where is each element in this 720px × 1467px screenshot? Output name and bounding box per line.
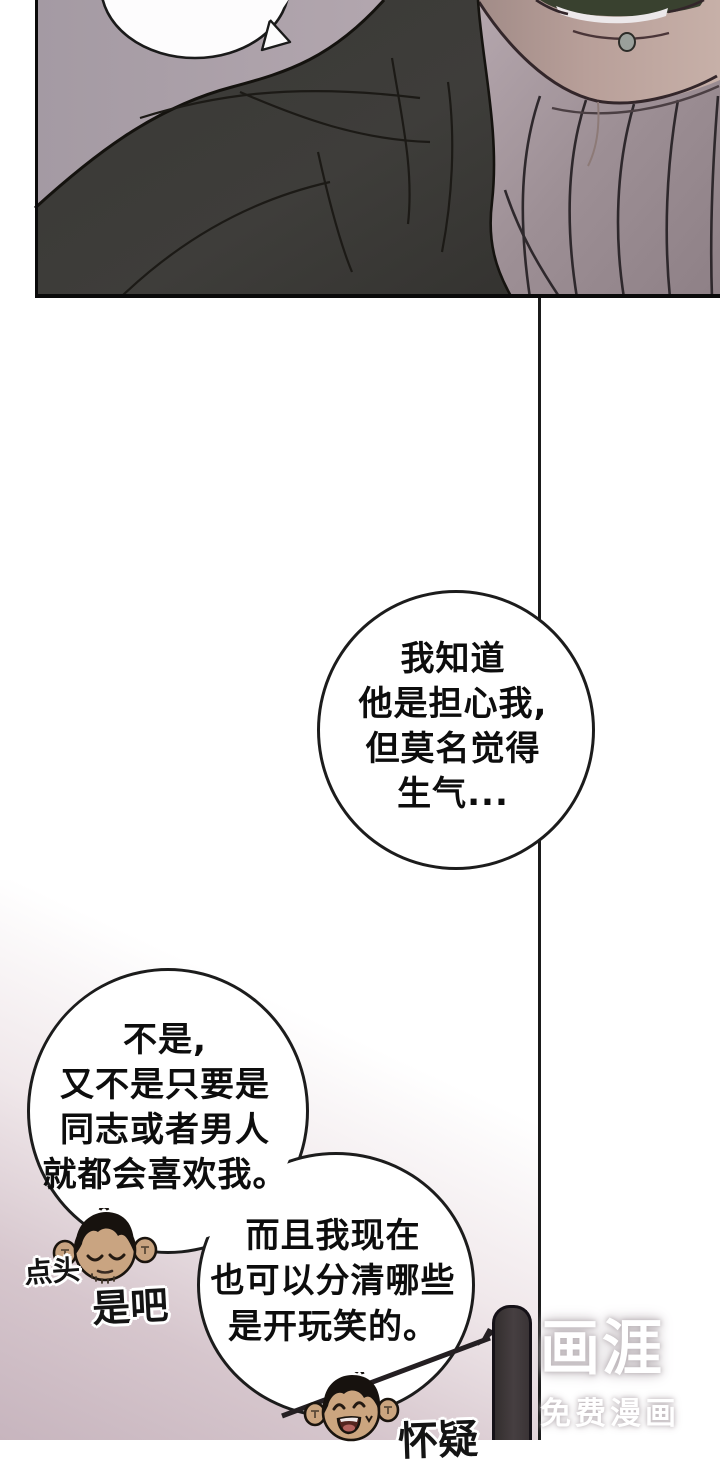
text-line: 是开玩笑的。 bbox=[228, 1306, 438, 1347]
text-line: 他是担心我, bbox=[358, 683, 548, 724]
smiling-mouth bbox=[535, 0, 705, 24]
panel-border-bottom bbox=[35, 294, 720, 298]
text-line: 生气... bbox=[397, 774, 509, 815]
speech-bubble-empty bbox=[101, 0, 292, 60]
text-line: 我知道 bbox=[400, 638, 506, 679]
sfx-label-suspect: 怀疑 bbox=[397, 1416, 479, 1466]
thought-bubble-monologue bbox=[317, 590, 595, 870]
text-line: 同志或者男人 bbox=[60, 1110, 270, 1150]
character-chin bbox=[476, 0, 720, 167]
watermark: 画涯 免费漫画 bbox=[540, 1318, 680, 1433]
monologue-text: 我知道 他是担心我, 但莫名觉得 生气... bbox=[317, 590, 589, 864]
signpost bbox=[492, 1305, 532, 1440]
text-line: 不是, bbox=[123, 1019, 207, 1060]
sfx-label-nod: 点头 bbox=[23, 1253, 82, 1290]
reply-1-text: 不是, 又不是只要是 同志或者男人 就都会喜欢我。 bbox=[27, 968, 303, 1248]
panel-divider-line bbox=[538, 296, 541, 1440]
dark-jacket bbox=[33, 0, 514, 298]
artwork-panel-closeup bbox=[33, 0, 720, 298]
chin-piercing bbox=[618, 32, 636, 52]
text-line: 但莫名觉得 bbox=[365, 729, 541, 769]
reply-2-text: 而且我现在 也可以分清哪些 是开玩笑的。 bbox=[197, 1152, 469, 1412]
chibi-laughing-face-icon bbox=[303, 1372, 400, 1442]
text-line: 而且我现在 bbox=[245, 1216, 421, 1257]
text-line: 又不是只要是 bbox=[60, 1064, 270, 1105]
watermark-logo: 画涯 bbox=[540, 1314, 664, 1384]
sfx-label-agree: 是吧 bbox=[91, 1283, 170, 1331]
chibi-nodding-face-icon bbox=[52, 1208, 158, 1284]
text-line: 也可以分清哪些 bbox=[210, 1261, 456, 1302]
watermark-tagline: 免费漫画 bbox=[540, 1396, 680, 1432]
panel-border-left bbox=[35, 0, 38, 298]
text-line: 就都会喜欢我。 bbox=[42, 1155, 288, 1196]
